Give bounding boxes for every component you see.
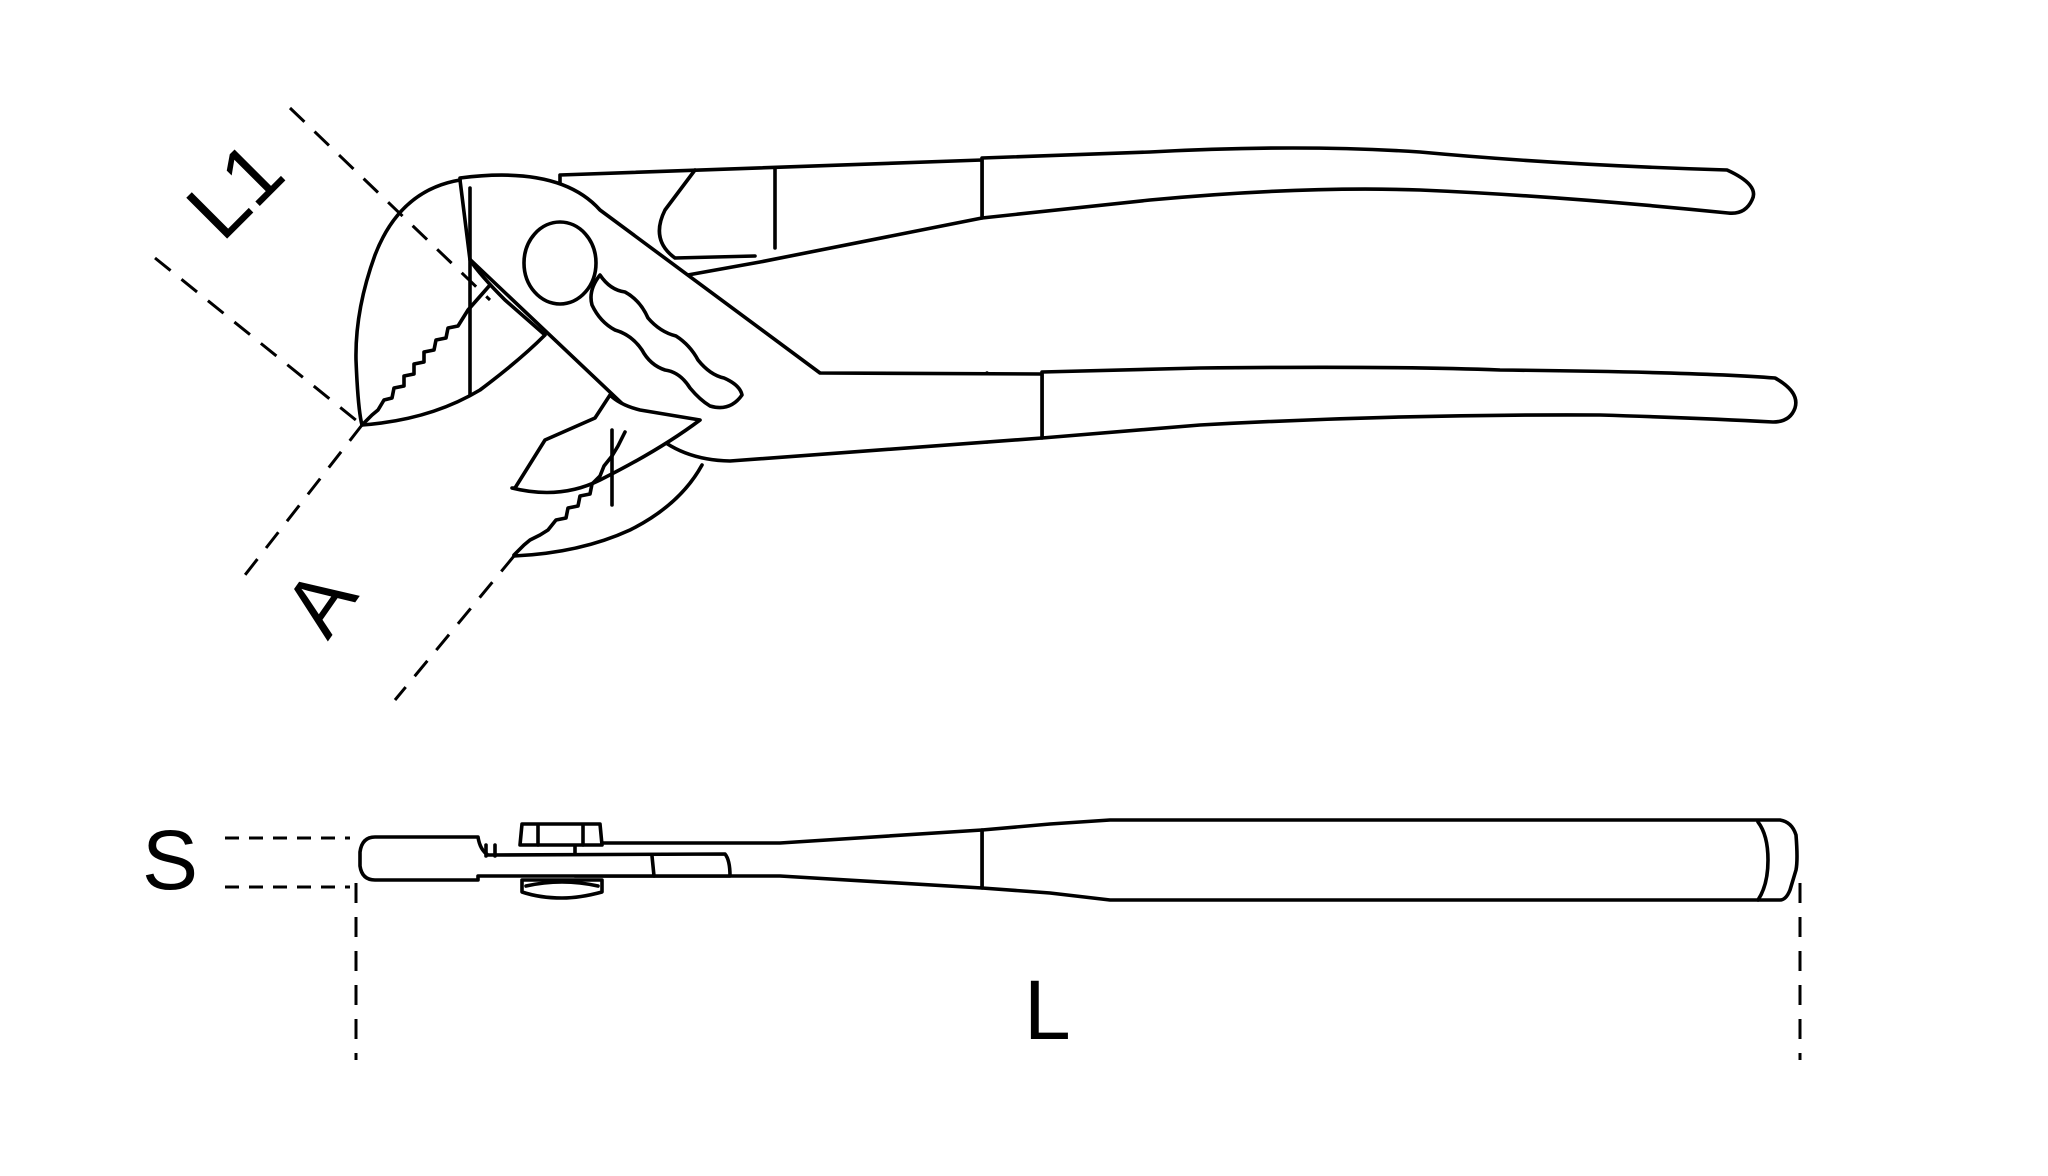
upper-jaw-teeth: [360, 283, 492, 427]
a-extension-line-right: [393, 555, 516, 701]
dimension-label-s: S: [142, 813, 199, 907]
hex-nut: [518, 822, 604, 847]
upper-shank-notch: [657, 168, 757, 260]
a-extension-line-left: [243, 424, 364, 576]
pliers-front-view: [354, 146, 1798, 558]
lower-handle-grip: [1040, 365, 1798, 440]
bolt-head-curve: [524, 880, 600, 888]
lower-jaw-outline: [512, 463, 704, 558]
side-head: [358, 835, 732, 882]
l1-extension-line-inner: [154, 256, 363, 427]
pliers-side-view: [358, 818, 1799, 902]
dimension-label-l: L: [1024, 963, 1071, 1057]
adjustment-slot: [589, 273, 744, 410]
side-handle-grip: [980, 818, 1799, 902]
l1-extension-line-outer: [288, 106, 492, 302]
lower-jaw-teeth: [512, 430, 627, 557]
side-handle-end-cap: [1756, 820, 1770, 902]
upper-handle-grip: [980, 146, 1756, 220]
side-head-detail-c: [650, 854, 656, 878]
dimension-lines-front: [154, 106, 516, 701]
dimension-lines-side: [225, 836, 1802, 1060]
lower-jaw: [510, 393, 702, 495]
pivot-bolt: [522, 220, 598, 306]
